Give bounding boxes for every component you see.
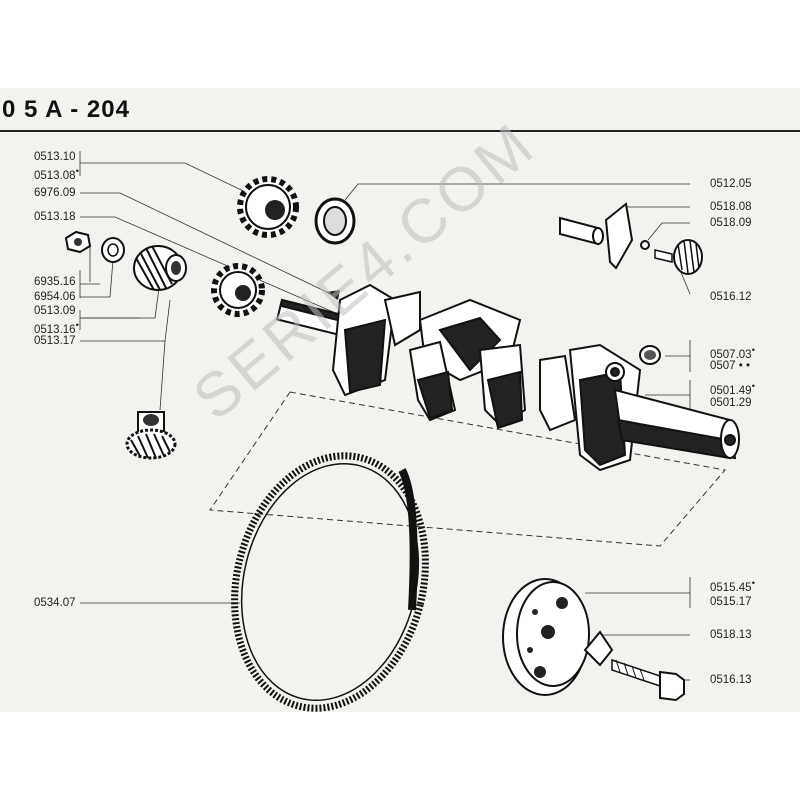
label-0518-08: 0518.08 [710, 201, 752, 213]
bolt-lower [611, 658, 685, 702]
woodruff-key [326, 290, 340, 300]
label-0515-17: 0515.17 [710, 596, 752, 608]
plug [639, 345, 661, 365]
label-0516-13: 0516.13 [710, 674, 752, 686]
label-0512-05: 0512.05 [710, 178, 752, 190]
helical-gear [133, 245, 187, 291]
label-0513-18: 0513.18 [34, 211, 76, 223]
label-6976-09: 6976.09 [34, 187, 76, 199]
diagram-sheet [0, 88, 800, 712]
label-0507: 0507 • • [710, 360, 751, 372]
page-title: 0 5 A - 204 [2, 96, 130, 123]
pulley [502, 578, 590, 696]
nut [64, 230, 92, 254]
small-washer [640, 240, 650, 250]
title-rule [0, 130, 800, 132]
bolt-upper [654, 239, 703, 275]
label-0513-17: 0513.17 [34, 335, 76, 347]
leader-lines-left [79, 151, 341, 604]
sprocket-upper [237, 176, 299, 238]
pulley-tab-washer [583, 630, 614, 667]
label-0516-12: 0516.12 [710, 291, 752, 303]
label-0518-09: 0518.09 [710, 217, 752, 229]
label-6935-16: 6935.16 [34, 276, 76, 288]
label-0501-49: 0501.49• [710, 381, 755, 397]
leader-lines-right [344, 183, 691, 681]
bushing [559, 216, 604, 246]
crankshaft [275, 283, 740, 472]
label-6954-06: 6954.06 [34, 291, 76, 303]
label-0513-08: 0513.08• [34, 166, 79, 182]
label-0513-10: 0513.10 [34, 151, 76, 163]
washer [101, 237, 125, 263]
flywheel-ring-gear [231, 452, 429, 712]
tab-washer [604, 202, 634, 270]
label-0534-07: 0534.07 [34, 597, 76, 609]
label-0518-13: 0518.13 [710, 629, 752, 641]
sprocket-lower [211, 263, 265, 317]
label-0513-09: 0513.09 [34, 305, 76, 317]
label-0501-29: 0501.29 [710, 397, 752, 409]
label-0515-45: 0515.45• [710, 578, 755, 594]
drive-gear [125, 411, 177, 460]
seal-ring [314, 197, 356, 245]
label-0507-03: 0507.03• [710, 345, 755, 361]
label-0513-16: 0513.16• [34, 320, 79, 336]
